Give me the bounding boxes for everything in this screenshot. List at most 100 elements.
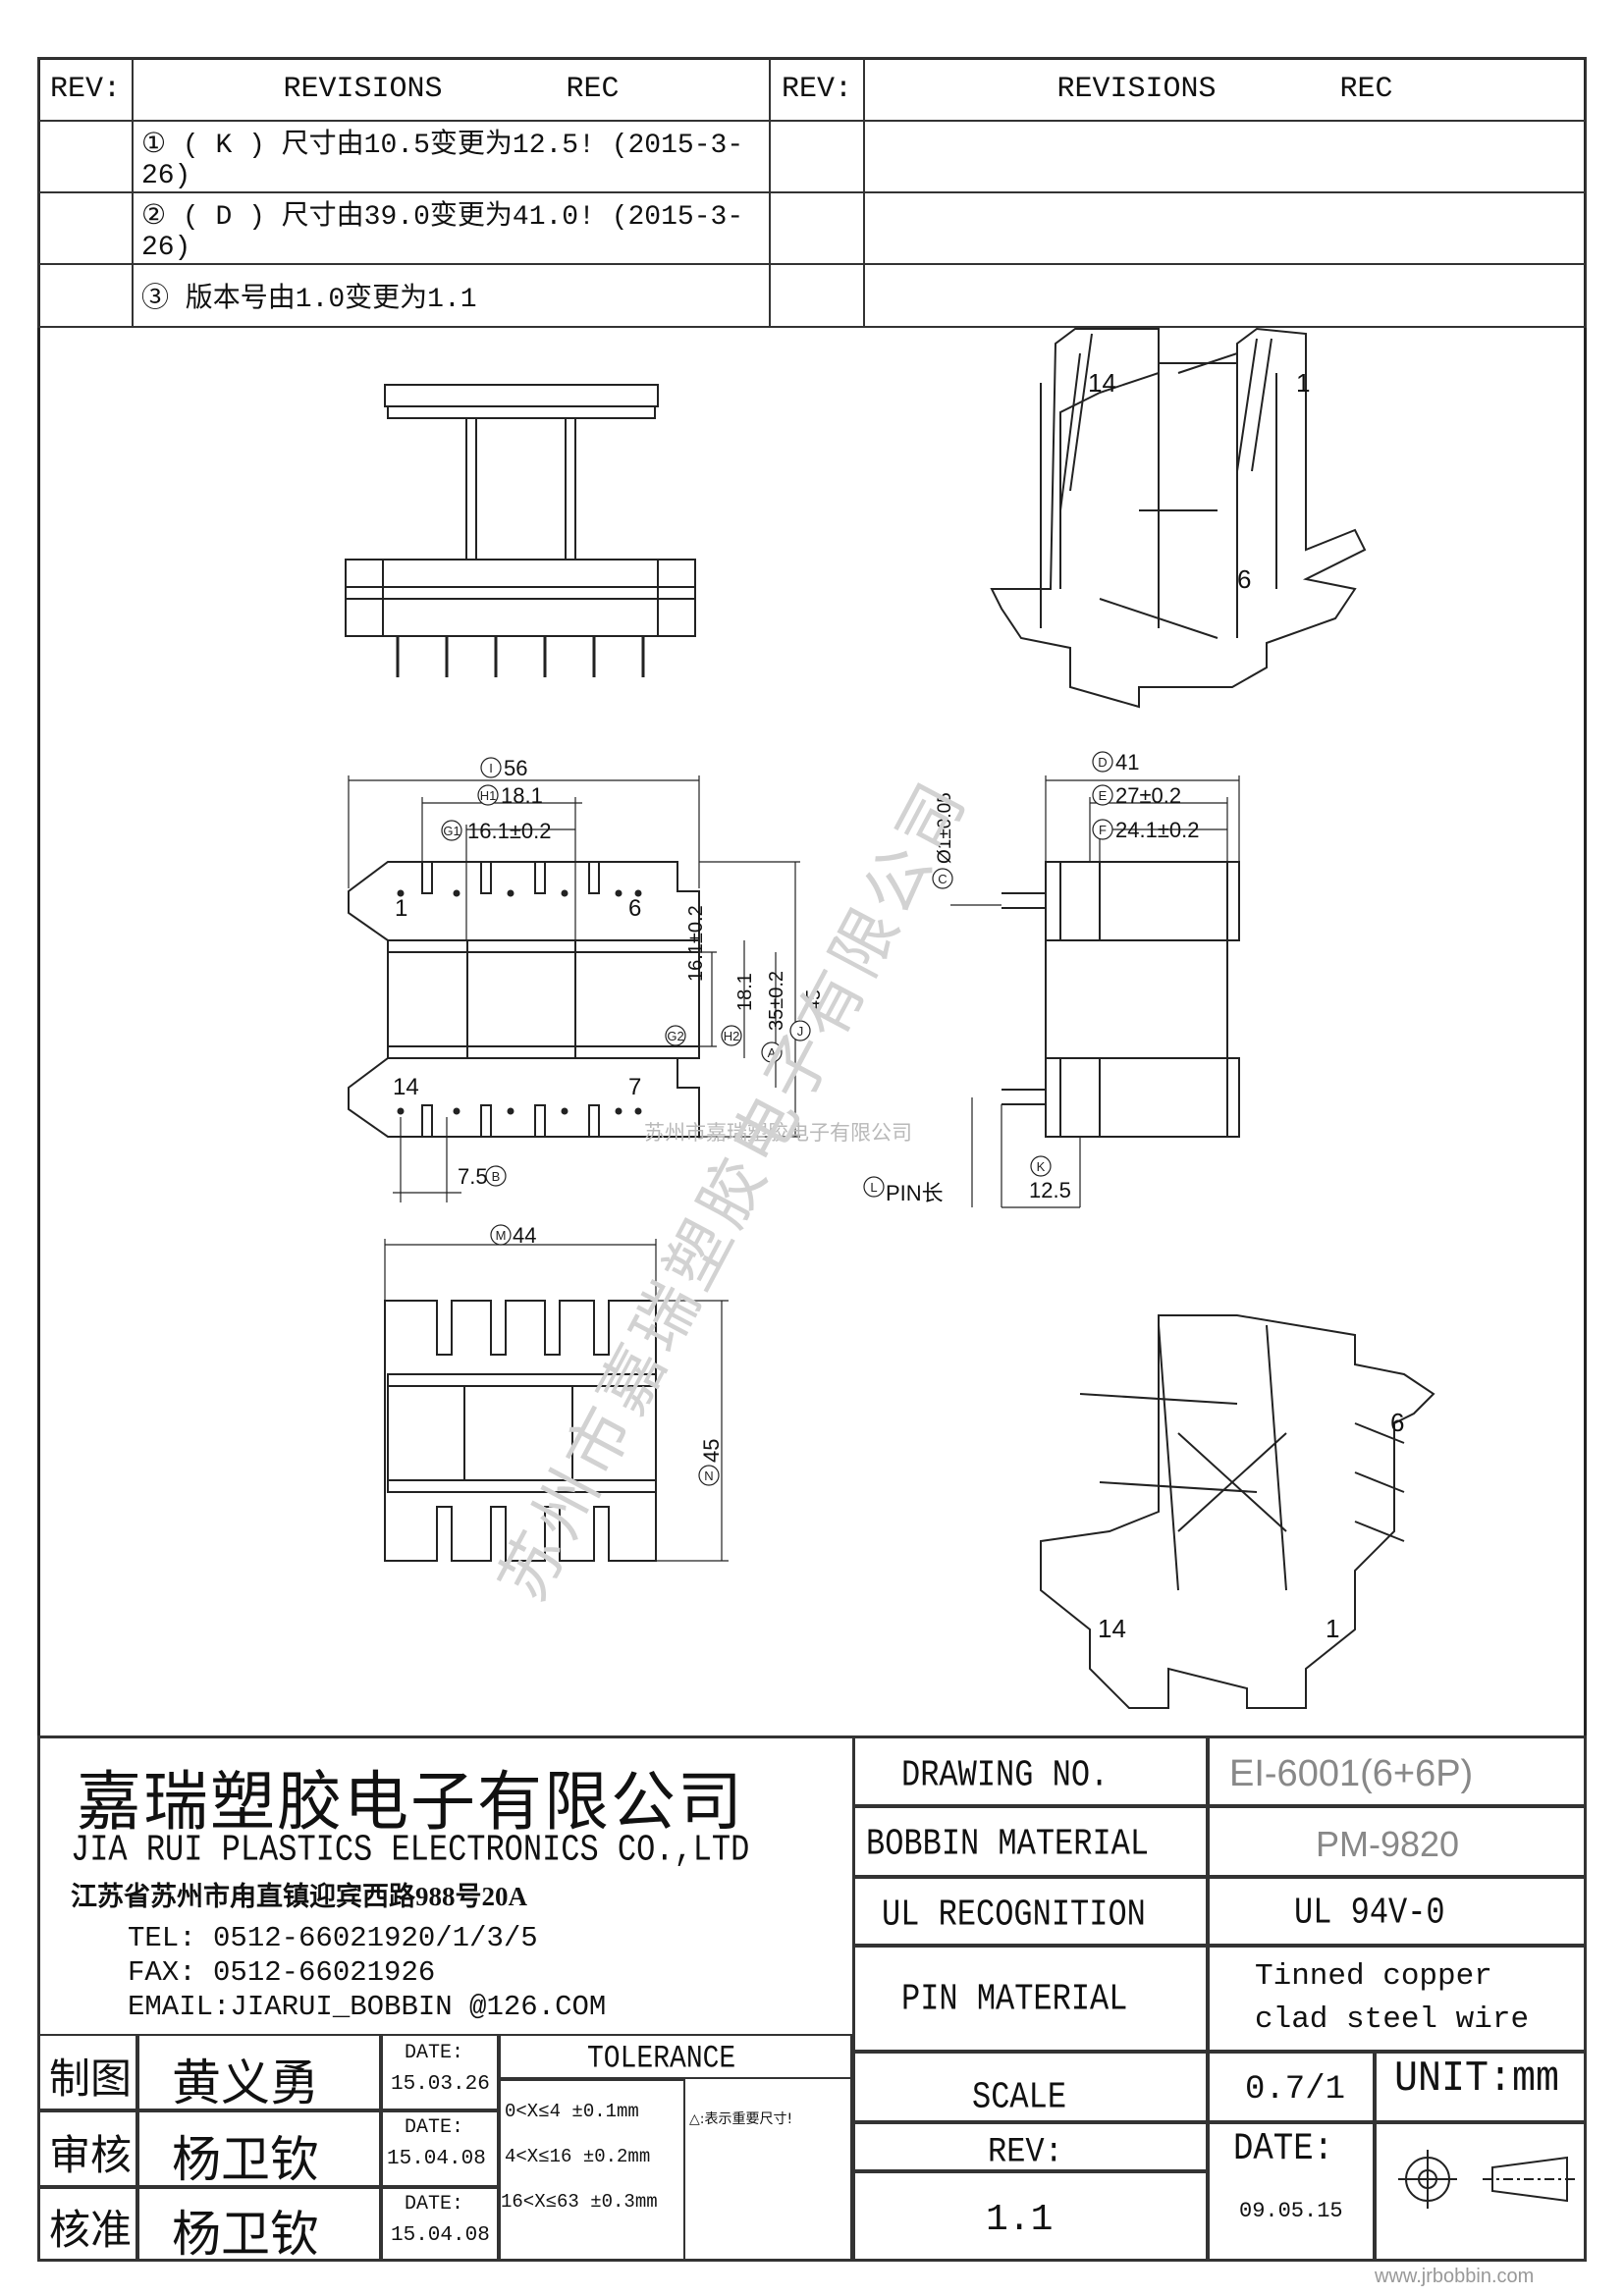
name-cell <box>137 2187 381 2262</box>
rev-value: 1.1 <box>986 2199 1054 2241</box>
pin-material-label: PIN MATERIAL <box>901 1977 1128 2021</box>
rev-cell <box>769 120 866 193</box>
rev-cell <box>37 263 134 328</box>
company-tel: TEL: 0512-66021920/1/3/5 <box>128 1922 538 1954</box>
revision-entry-empty <box>863 263 1587 328</box>
spec-label-cell <box>852 1806 1208 1877</box>
date-label: DATE: <box>1233 2128 1334 2171</box>
important-dimension-note: △:表示重要尺寸! <box>689 2111 793 2127</box>
unit-cell <box>1375 2052 1587 2122</box>
svg-text:N: N <box>704 1468 713 1483</box>
date-label: DATE: <box>405 2042 464 2064</box>
role-cell <box>37 2034 137 2110</box>
dim-N: 45 <box>699 1438 724 1463</box>
scale-value-cell <box>1208 2052 1375 2122</box>
approver-date: 15.04.08 <box>391 2224 490 2247</box>
rev-header-right: REV: <box>769 57 866 122</box>
revision-entry: ② ( D ) 尺寸由39.0变更为41.0! (2015-3-26) <box>131 191 772 265</box>
dim-B: 7.5 <box>458 1164 488 1189</box>
revision-table: REV: REVISIONS REC REV: REVISIONS REC ① … <box>37 57 1587 328</box>
role-drafter: 制图 <box>49 2057 133 2103</box>
rev-header-left: REV: <box>37 57 134 122</box>
name-cell <box>137 2110 381 2187</box>
svg-text:J: J <box>797 1024 804 1039</box>
svg-text:I: I <box>489 761 493 775</box>
rev-cell <box>769 191 866 265</box>
date-cell <box>381 2187 499 2262</box>
rec-label: REC <box>566 73 620 106</box>
dim-K: 12.5 <box>1029 1178 1071 1202</box>
spec-value-cell <box>1208 1735 1587 1806</box>
date-value: 09.05.15 <box>1239 2199 1343 2223</box>
dimension-markers <box>441 751 1113 1486</box>
unit-label: UNIT:mm <box>1394 2056 1560 2105</box>
dim-I: 56 <box>504 756 528 780</box>
tolerance-label: TOLERANCE <box>587 2042 736 2077</box>
dim-H1: 18.1 <box>501 783 543 808</box>
date-label: DATE: <box>405 2193 464 2216</box>
isometric-view-top <box>990 327 1367 709</box>
role-cell <box>37 2187 137 2262</box>
approver-name: 杨卫钦 <box>172 2207 319 2262</box>
revisions-label: REVISIONS <box>1056 73 1217 106</box>
dim-M: 44 <box>513 1223 537 1248</box>
company-name-en: JIA RUI PLASTICS ELECTRONICS CO.,LTD <box>71 1828 750 1872</box>
dim-G2: 16.1±0.2 <box>685 905 707 982</box>
svg-text:G2: G2 <box>667 1029 683 1043</box>
svg-text:F: F <box>1099 823 1107 837</box>
svg-text:H2: H2 <box>724 1029 740 1043</box>
revision-entry-empty <box>863 191 1587 265</box>
pin-material-line2: clad steel wire <box>1255 2002 1530 2037</box>
spec-label-cell <box>852 1946 1208 2052</box>
svg-text:L: L <box>870 1180 877 1195</box>
role-reviewer: 审核 <box>49 2134 133 2179</box>
iso-top-label-1: 1 <box>1296 368 1311 398</box>
drafter-date: 15.03.26 <box>391 2073 490 2096</box>
company-name-cn: 嘉瑞塑胶电子有限公司 <box>77 1767 744 1839</box>
tolerance-row: 0<X≤4 ±0.1mm <box>505 2101 639 2122</box>
drawing-no-value: EI-6001(6+6P) <box>1229 1753 1474 1794</box>
pin-label-6: 6 <box>628 895 642 922</box>
svg-text:B: B <box>492 1169 501 1184</box>
bobbin-material-label: BOBBIN MATERIAL <box>866 1822 1150 1866</box>
revisions-label: REVISIONS <box>283 73 443 106</box>
rev-cell <box>37 191 134 265</box>
reviewer-name: 杨卫钦 <box>172 2132 319 2187</box>
dim-L: PIN长 <box>886 1181 944 1205</box>
date-cell <box>381 2110 499 2187</box>
company-email: EMAIL:JIARUI_BOBBIN @126.COM <box>128 1991 607 2023</box>
role-cell <box>37 2110 137 2187</box>
revisions-header-right: REVISIONS REC <box>863 57 1587 122</box>
center-watermark-text: 苏州市嘉瑞塑胶电子有限公司 <box>644 1121 912 1145</box>
tolerance-row: 4<X≤16 ±0.2mm <box>505 2146 651 2167</box>
iso-top-label-6: 6 <box>1237 564 1252 594</box>
revision-entry: ③ 版本号由1.0变更为1.1 <box>131 263 772 328</box>
spec-label-cell <box>852 1877 1208 1946</box>
svg-text:H1: H1 <box>480 788 497 803</box>
front-view <box>348 775 800 1202</box>
revisions-header-left: REVISIONS REC <box>131 57 772 122</box>
spec-value-cell <box>1208 1877 1587 1946</box>
spec-value-cell <box>1208 1806 1587 1877</box>
rev-value-cell <box>852 2171 1208 2262</box>
side-view <box>950 775 1240 1208</box>
pin-label-1: 1 <box>395 895 408 922</box>
role-approver: 核准 <box>49 2209 133 2254</box>
rev-label: REV: <box>988 2132 1063 2172</box>
tolerance-row: 16<X≤63 ±0.3mm <box>501 2191 658 2213</box>
company-address: 江苏省苏州市甪直镇迎宾西路988号20A <box>71 1882 527 1911</box>
svg-text:E: E <box>1099 788 1108 803</box>
pin-material-line1: Tinned copper <box>1255 1959 1492 1994</box>
spec-label-cell <box>852 1735 1208 1806</box>
footer-url: www.jrbobbin.com <box>1375 2266 1535 2287</box>
ul-recognition-label: UL RECOGNITION <box>882 1893 1146 1937</box>
rec-label: REC <box>1339 73 1393 106</box>
bobbin-material-value: PM-9820 <box>1316 1824 1460 1864</box>
tolerance-values-cell <box>499 2079 685 2262</box>
svg-text:K: K <box>1037 1159 1046 1174</box>
date-cell <box>1208 2122 1375 2262</box>
scale-label-cell <box>852 2052 1208 2122</box>
iso-bottom-label-14: 14 <box>1098 1614 1126 1643</box>
date-cell <box>381 2034 499 2110</box>
